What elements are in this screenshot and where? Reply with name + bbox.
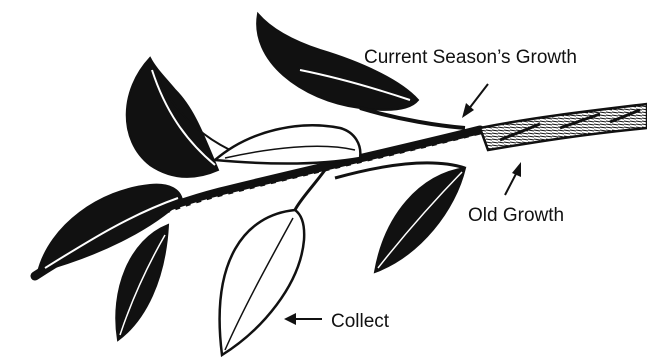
- leaf-lower-left: [116, 225, 168, 340]
- old-growth-label: Old Growth: [468, 206, 564, 225]
- leaf-middle: [215, 125, 360, 163]
- arrow-collect: [284, 313, 322, 325]
- leaf-right: [335, 163, 465, 272]
- current-season-growth-label: Current Season’s Growth: [364, 48, 577, 67]
- leaf-collect: [220, 170, 325, 355]
- arrow-old-growth: [505, 162, 521, 195]
- arrow-current-growth: [462, 84, 488, 118]
- collect-label: Collect: [331, 312, 389, 331]
- leaf-top: [257, 14, 465, 128]
